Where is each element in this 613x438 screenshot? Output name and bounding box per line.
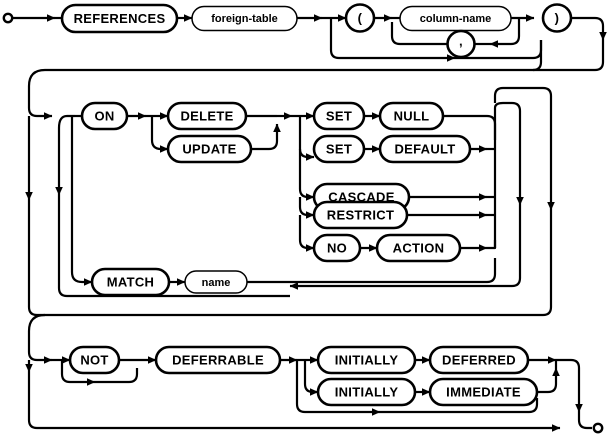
initially1-label: INITIALLY <box>335 352 399 367</box>
rparen-label: ) <box>555 10 560 25</box>
node-references: REFERENCES <box>60 3 179 34</box>
node-initially1: INITIALLY <box>316 345 417 375</box>
cascade-label: CASCADE <box>328 189 394 204</box>
on-label: ON <box>94 108 114 123</box>
node-delete: DELETE <box>166 101 248 131</box>
deferred-label: DEFERRED <box>442 352 516 367</box>
node-rparen: ) <box>541 3 573 33</box>
node-match: MATCH <box>90 267 171 297</box>
initially2-label: INITIALLY <box>335 384 399 399</box>
rail-update-merge <box>251 123 281 151</box>
rail-initially-bypass-merge <box>380 398 539 414</box>
rail-left-outer-down <box>27 68 46 108</box>
node-deferred: DEFERRED <box>428 345 530 375</box>
node-on: ON <box>80 101 129 131</box>
rail-row3-exit <box>556 358 583 413</box>
set1-label: SET <box>326 108 352 123</box>
node-not: NOT <box>68 345 121 375</box>
rail-row2-outer-right <box>493 86 555 211</box>
node-no: NO <box>312 233 362 263</box>
match-label: MATCH <box>107 274 154 289</box>
rail-to-initially2 <box>303 360 319 396</box>
rail-options-top-curve <box>493 101 512 109</box>
rail-row3-left-down <box>27 313 46 352</box>
rail-to-restrict <box>298 197 315 219</box>
end-point <box>592 422 604 434</box>
name-label: name <box>202 277 231 289</box>
rail-ondelete-exit <box>511 101 524 206</box>
rail-name-merge <box>247 258 497 284</box>
rail-branch-to-match <box>70 116 93 286</box>
node-set-null: SET <box>312 101 366 131</box>
action-label: ACTION <box>393 240 445 255</box>
rail-row3-exit-to-end <box>577 412 592 430</box>
rail-comma-loop-right <box>489 18 521 48</box>
rail-paren-group-bypass <box>329 18 456 62</box>
rail-left-outer-to-row3 <box>27 200 45 317</box>
immediate-label: IMMEDIATE <box>446 384 521 399</box>
node-deferrable: DEFERRABLE <box>154 345 282 375</box>
rail-ondelete-exit-bottom <box>289 205 522 290</box>
node-immediate: IMMEDIATE <box>428 377 539 407</box>
rail-comma-loop-left <box>390 22 448 46</box>
set2-label: SET <box>326 141 352 156</box>
start-point <box>2 12 14 24</box>
rail-left-into-row2 <box>27 107 53 120</box>
rail-immediate-merge <box>537 367 560 394</box>
rail-rparen-to-right-rail <box>571 16 607 41</box>
node-default: DEFAULT <box>378 134 472 164</box>
node-initially2: INITIALLY <box>316 377 417 407</box>
rail-group-loopback-top <box>57 114 75 129</box>
not-label: NOT <box>80 352 108 367</box>
node-update: UPDATE <box>166 134 253 164</box>
rail-initially-bypass <box>295 360 381 416</box>
rail-group-loopback-bottom <box>57 195 290 298</box>
rail-to-no <box>298 215 315 252</box>
rail-to-cascade <box>298 149 315 201</box>
node-action: ACTION <box>375 233 462 263</box>
rail-action-merge2 <box>487 240 497 250</box>
rail-to-set-default <box>298 116 315 161</box>
no-label: NO <box>327 240 347 255</box>
update-label: UPDATE <box>182 141 236 156</box>
comma-label: , <box>459 33 463 48</box>
restrict-label: RESTRICT <box>327 207 394 222</box>
node-name: name <box>184 270 248 294</box>
column-name-label: column-name <box>420 13 492 25</box>
node-null: NULL <box>378 101 445 131</box>
null-label: NULL <box>394 108 430 123</box>
node-restrict: RESTRICT <box>312 200 409 230</box>
rail-row3-bypass-bottom <box>27 372 561 432</box>
rail-row2-to-row3 <box>45 210 553 317</box>
delete-label: DELETE <box>180 108 233 123</box>
foreign-table-label: foreign-table <box>211 13 278 25</box>
lparen-label: ( <box>358 10 363 25</box>
deferrable-label: DEFERRABLE <box>172 352 264 367</box>
default-label: DEFAULT <box>394 141 455 156</box>
rail-row3-entry <box>27 351 53 364</box>
node-comma: , <box>446 29 476 59</box>
rail-row1-to-row2-top <box>45 40 605 72</box>
node-column-name: column-name <box>399 5 512 32</box>
node-set-default: SET <box>312 134 366 164</box>
node-foreign-table: foreign-table <box>191 5 298 32</box>
node-lparen: ( <box>344 3 376 33</box>
rail-not-bypass-merge <box>95 368 139 384</box>
rail-not-bypass <box>60 360 96 386</box>
references-label: REFERENCES <box>74 11 166 26</box>
rail-to-update <box>150 116 169 153</box>
rail-bypass-merge <box>532 40 543 72</box>
